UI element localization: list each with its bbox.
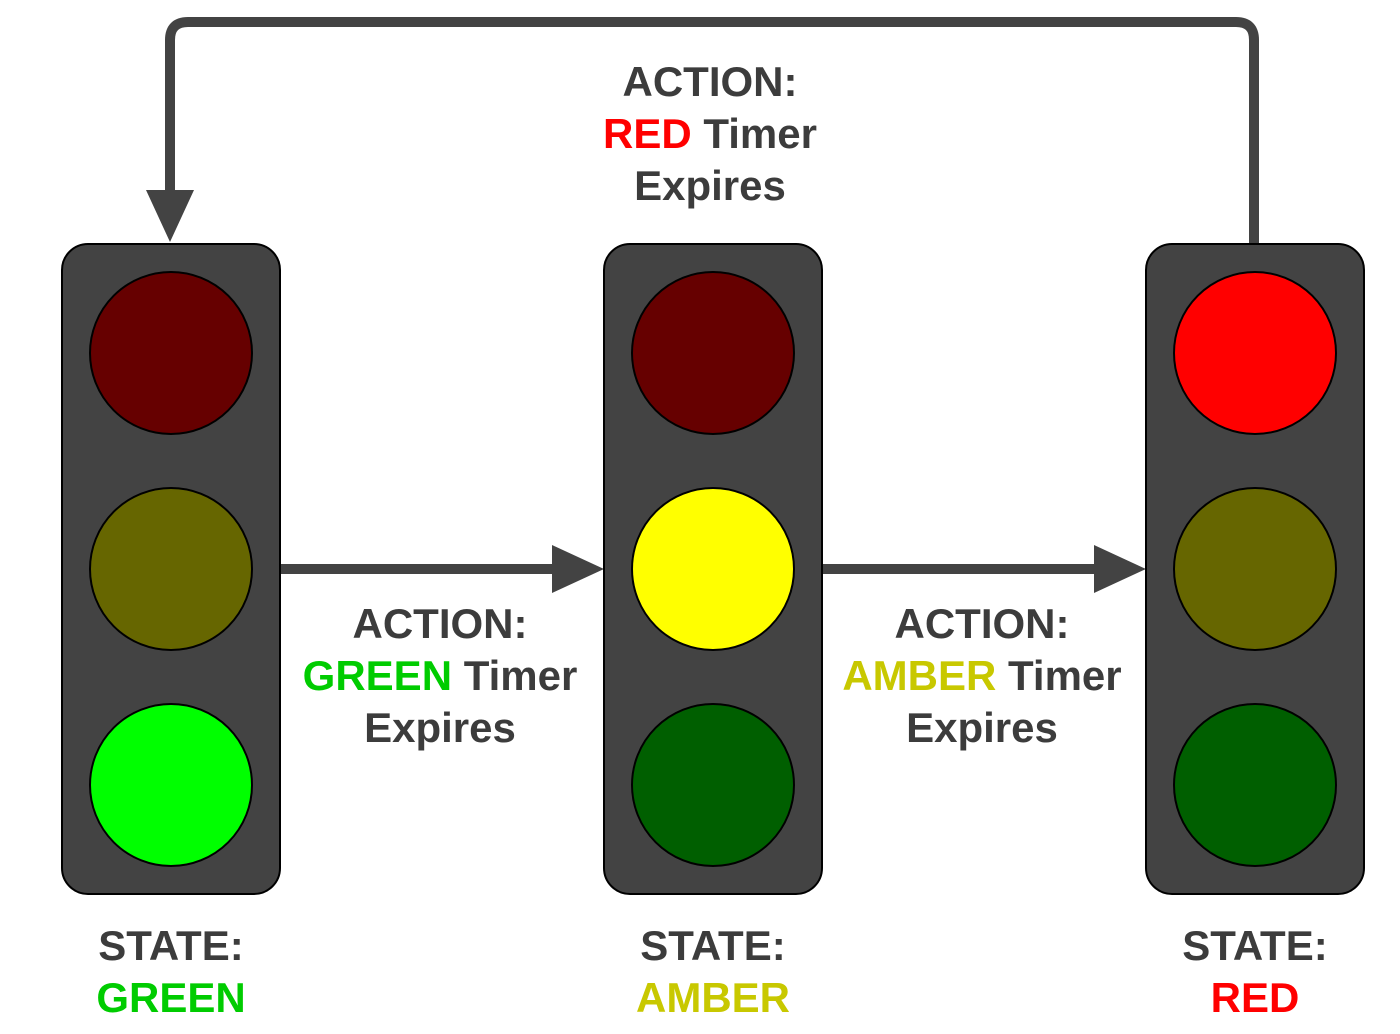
arrow-red-to-green bbox=[146, 17, 1259, 245]
state-label-red: STATE: RED bbox=[1146, 920, 1364, 1024]
green-lamp bbox=[1173, 703, 1337, 867]
amber-lamp bbox=[89, 487, 253, 651]
green-lamp bbox=[631, 703, 795, 867]
traffic-light-red-state bbox=[1145, 243, 1365, 895]
traffic-light-amber-state bbox=[603, 243, 823, 895]
action-rest: Timer bbox=[703, 110, 817, 157]
action-color-word: AMBER bbox=[842, 652, 997, 699]
action-line3: Expires bbox=[906, 704, 1058, 751]
arrow-green-to-amber bbox=[280, 545, 604, 593]
state-heading: STATE: bbox=[98, 922, 244, 969]
action-label-red-timer: ACTION: RED Timer Expires bbox=[560, 56, 860, 212]
traffic-light-green-state bbox=[61, 243, 281, 895]
state-value: GREEN bbox=[96, 974, 246, 1021]
state-label-amber: STATE: AMBER bbox=[604, 920, 822, 1024]
action-color-word: RED bbox=[603, 110, 692, 157]
action-line3: Expires bbox=[634, 162, 786, 209]
action-line: AMBER Timer bbox=[822, 650, 1142, 702]
red-lamp bbox=[631, 271, 795, 435]
action-heading: ACTION: bbox=[622, 58, 798, 105]
state-label-green: STATE: GREEN bbox=[62, 920, 280, 1024]
arrow-amber-to-red bbox=[822, 545, 1146, 593]
action-line: GREEN Timer bbox=[280, 650, 600, 702]
state-value: AMBER bbox=[636, 974, 790, 1021]
amber-lamp bbox=[631, 487, 795, 651]
amber-lamp bbox=[1173, 487, 1337, 651]
action-rest: Timer bbox=[463, 652, 578, 699]
action-line3: Expires bbox=[364, 704, 516, 751]
state-value: RED bbox=[1210, 974, 1300, 1021]
state-heading: STATE: bbox=[640, 922, 786, 969]
action-label-green-timer: ACTION: GREEN Timer Expires bbox=[280, 598, 600, 754]
action-line: RED Timer bbox=[560, 108, 860, 160]
green-lamp bbox=[89, 703, 253, 867]
state-heading: STATE: bbox=[1182, 922, 1328, 969]
action-heading: ACTION: bbox=[352, 600, 528, 647]
action-color-word: GREEN bbox=[302, 652, 453, 699]
red-lamp bbox=[89, 271, 253, 435]
red-lamp bbox=[1173, 271, 1337, 435]
action-label-amber-timer: ACTION: AMBER Timer Expires bbox=[822, 598, 1142, 754]
action-rest: Timer bbox=[1008, 652, 1122, 699]
action-heading: ACTION: bbox=[894, 600, 1070, 647]
